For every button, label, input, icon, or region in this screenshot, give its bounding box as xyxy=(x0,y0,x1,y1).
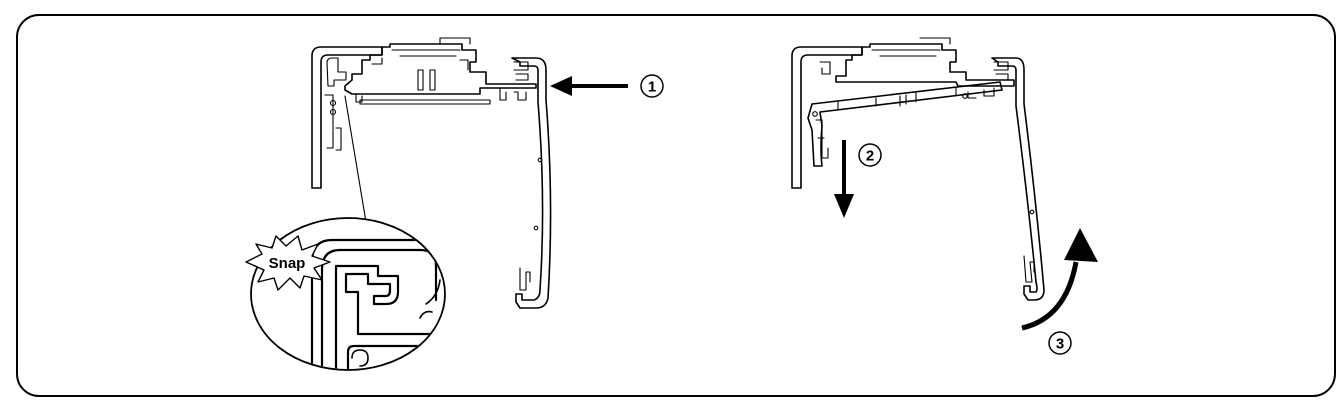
right-header-hook xyxy=(819,61,831,75)
snap-burst xyxy=(245,235,331,291)
left-header-profile xyxy=(344,43,537,95)
left-bracket xyxy=(311,46,383,189)
snap-label: Snap xyxy=(269,255,306,272)
right-front-hook xyxy=(1023,255,1035,283)
right-front-dot xyxy=(1029,209,1035,215)
right-tilted-clip xyxy=(815,119,829,159)
left-header-slot-2 xyxy=(429,69,436,91)
right-bracket xyxy=(791,46,863,189)
magnified-snap-hook xyxy=(334,264,442,369)
right-header-inner xyxy=(871,37,951,57)
left-screw-hole-2 xyxy=(329,108,337,116)
right-profile-assembly: 2 3 xyxy=(791,37,1098,355)
right-screw-hole xyxy=(812,111,818,117)
step-1-marker: 1 xyxy=(640,74,664,98)
right-front-cover-lip xyxy=(993,61,1009,81)
step-2-number: 2 xyxy=(866,148,874,165)
magnified-lower-channel xyxy=(346,344,442,369)
left-header-clip xyxy=(439,37,471,71)
right-tilted-ribs xyxy=(837,87,957,111)
left-profile-assembly: Snap 1 xyxy=(245,37,664,371)
left-rail-2 xyxy=(359,99,491,105)
right-tilted-lip xyxy=(967,87,995,99)
left-front-cover-lip xyxy=(513,61,529,81)
left-front-hook xyxy=(519,267,531,291)
arrow-left-icon xyxy=(550,76,628,96)
right-header-profile xyxy=(835,43,1015,87)
diagram-frame xyxy=(16,14,1336,397)
left-front-dot-2 xyxy=(537,157,543,163)
curved-arrow-up-icon xyxy=(1021,228,1098,331)
left-bracket-detail xyxy=(324,94,342,151)
magnified-bump xyxy=(351,349,369,367)
step-3-number: 3 xyxy=(1056,336,1064,353)
right-screw-hole-2 xyxy=(962,93,968,99)
step-1-number: 1 xyxy=(648,79,656,96)
snap-callout: Snap xyxy=(245,235,331,291)
magnified-right-arc xyxy=(425,279,441,305)
left-front-dot xyxy=(533,225,539,231)
magnifier-leader xyxy=(344,95,367,223)
arrow-down-icon xyxy=(834,140,854,218)
left-header-slot xyxy=(417,69,424,91)
step-2-marker: 2 xyxy=(858,143,882,167)
left-bracket-hook xyxy=(326,57,347,87)
right-front-cover xyxy=(991,57,1045,301)
right-tilted-profile xyxy=(807,81,1003,167)
left-rail xyxy=(355,87,527,103)
left-screw-hole xyxy=(329,99,337,107)
step-3-marker: 3 xyxy=(1048,331,1072,355)
left-header-inner xyxy=(371,49,461,65)
left-front-cover xyxy=(511,57,552,309)
